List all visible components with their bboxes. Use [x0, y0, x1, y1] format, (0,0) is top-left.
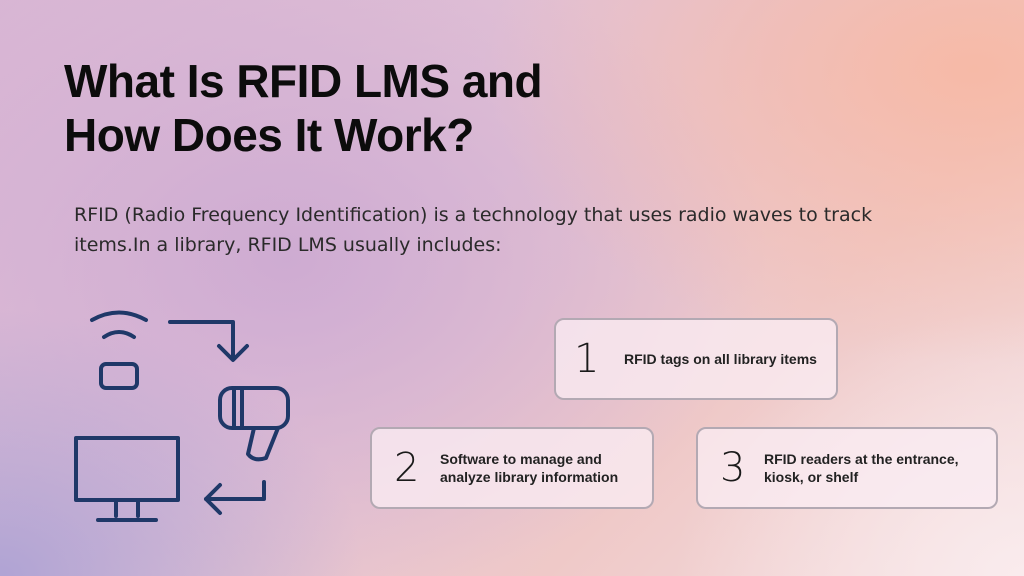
barcode-scanner-icon	[218, 386, 290, 462]
arrow-left-return-icon	[204, 480, 266, 515]
arrow-right-down-icon	[168, 320, 249, 362]
list-item-2: 2 Software to manage and analyze library…	[370, 427, 654, 509]
item-text: RFID readers at the entrance, kiosk, or …	[764, 451, 959, 485]
item-text: Software to manage and analyze library i…	[440, 451, 619, 485]
list-item-1: 1 RFID tags on all library items	[554, 318, 838, 400]
title-line-1: What Is RFID LMS and	[64, 55, 543, 107]
item-number: 1	[574, 336, 600, 382]
item-number: 2	[394, 445, 420, 491]
rfid-tag-icon	[90, 310, 148, 390]
slide-title: What Is RFID LMS and How Does It Work?	[64, 54, 543, 162]
rfid-workflow-illustration	[74, 310, 290, 522]
intro-paragraph: RFID (Radio Frequency Identification) is…	[74, 204, 873, 256]
computer-monitor-icon	[74, 436, 180, 522]
item-number: 3	[720, 445, 746, 491]
item-text: RFID tags on all library items	[624, 351, 817, 367]
title-line-2: How Does It Work?	[64, 109, 474, 161]
list-item-3: 3 RFID readers at the entrance, kiosk, o…	[696, 427, 998, 509]
